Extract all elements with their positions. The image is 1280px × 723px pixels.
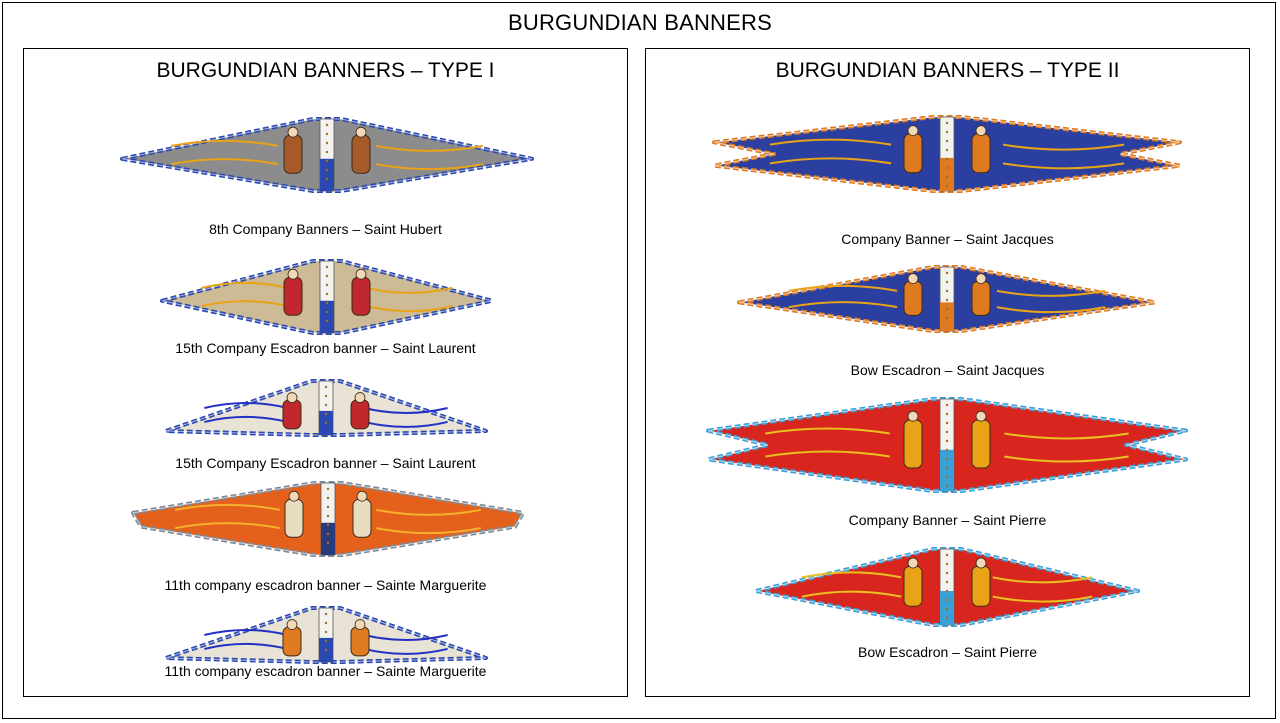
banner-illustration-sainte-marguerite xyxy=(131,481,525,557)
page-title: BURGUNDIAN BANNERS xyxy=(508,10,772,35)
banner-caption: 8th Company Banners – Saint Hubert xyxy=(209,221,442,237)
banner-illustration-saint-jacques xyxy=(737,265,1157,333)
banner-illustration-saint-pierre xyxy=(706,397,1188,493)
type-2-panel: BURGUNDIAN BANNERS – TYPE II Company Ban… xyxy=(645,48,1250,697)
banner-caption: Bow Escadron – Saint Jacques xyxy=(850,362,1045,378)
banner-illustration-saint-jacques xyxy=(712,115,1182,193)
banner-illustration-saint-pierre xyxy=(754,547,1140,627)
banner-caption: Bow Escadron – Saint Pierre xyxy=(858,644,1037,660)
banner-illustration-saint-laurent xyxy=(164,379,488,437)
banner-caption: 15th Company Escadron banner – Saint Lau… xyxy=(175,455,476,471)
banner-illustration-saint-laurent xyxy=(160,259,494,335)
type-2-title: BURGUNDIAN BANNERS – TYPE II xyxy=(775,59,1120,82)
banner-caption: 15th Company Escadron banner – Saint Lau… xyxy=(175,340,476,356)
banner-caption: 11th company escadron banner – Sainte Ma… xyxy=(164,577,487,593)
banner-caption: Company Banner – Saint Jacques xyxy=(841,231,1054,247)
banner-caption: Company Banner – Saint Pierre xyxy=(848,512,1047,528)
type-1-panel: BURGUNDIAN BANNERS – TYPE I 8th Company … xyxy=(23,48,628,697)
banner-illustration-sainte-marguerite xyxy=(164,606,488,664)
type-1-title: BURGUNDIAN BANNERS – TYPE I xyxy=(156,59,495,82)
banner-caption: 11th company escadron banner – Sainte Ma… xyxy=(164,663,487,679)
banner-illustration-saint-hubert xyxy=(120,117,534,193)
